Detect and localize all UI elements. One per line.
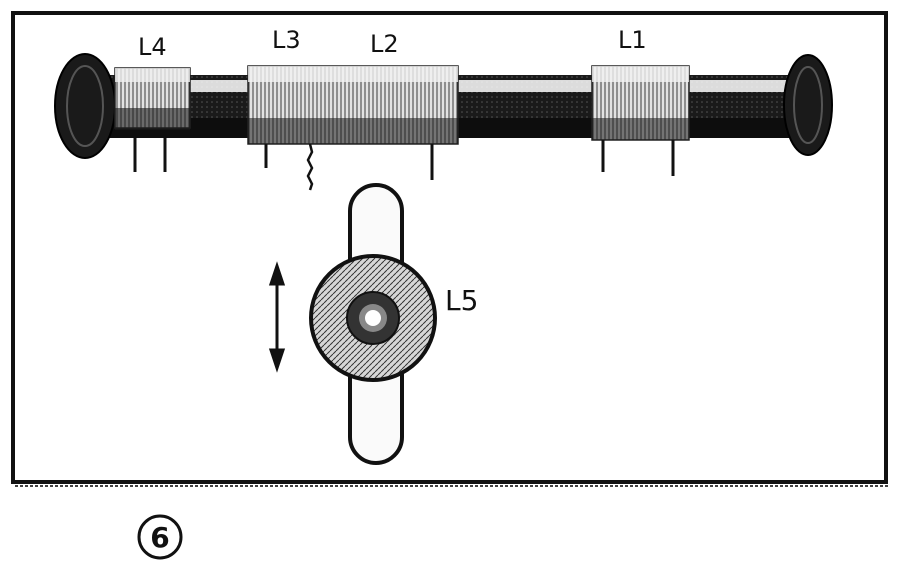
figure-frame (11, 11, 888, 484)
coil-l3-l2 (247, 65, 459, 145)
coil-rod (95, 75, 830, 138)
coil-l5 (309, 183, 437, 465)
label-l1: L1 (618, 26, 647, 54)
coil-l1 (591, 65, 690, 141)
right-end-cap (783, 54, 833, 156)
left-end-cap (54, 53, 116, 159)
label-l2: L2 (370, 30, 399, 58)
lead-wires (133, 138, 675, 191)
figure-number-badge: 6 (137, 514, 183, 560)
figure-number: 6 (150, 521, 169, 554)
label-l5: L5 (445, 284, 478, 317)
adjust-arrow-icon (268, 261, 286, 373)
coil-l4 (114, 67, 191, 130)
label-l3: L3 (272, 26, 301, 54)
label-l4: L4 (138, 33, 167, 61)
